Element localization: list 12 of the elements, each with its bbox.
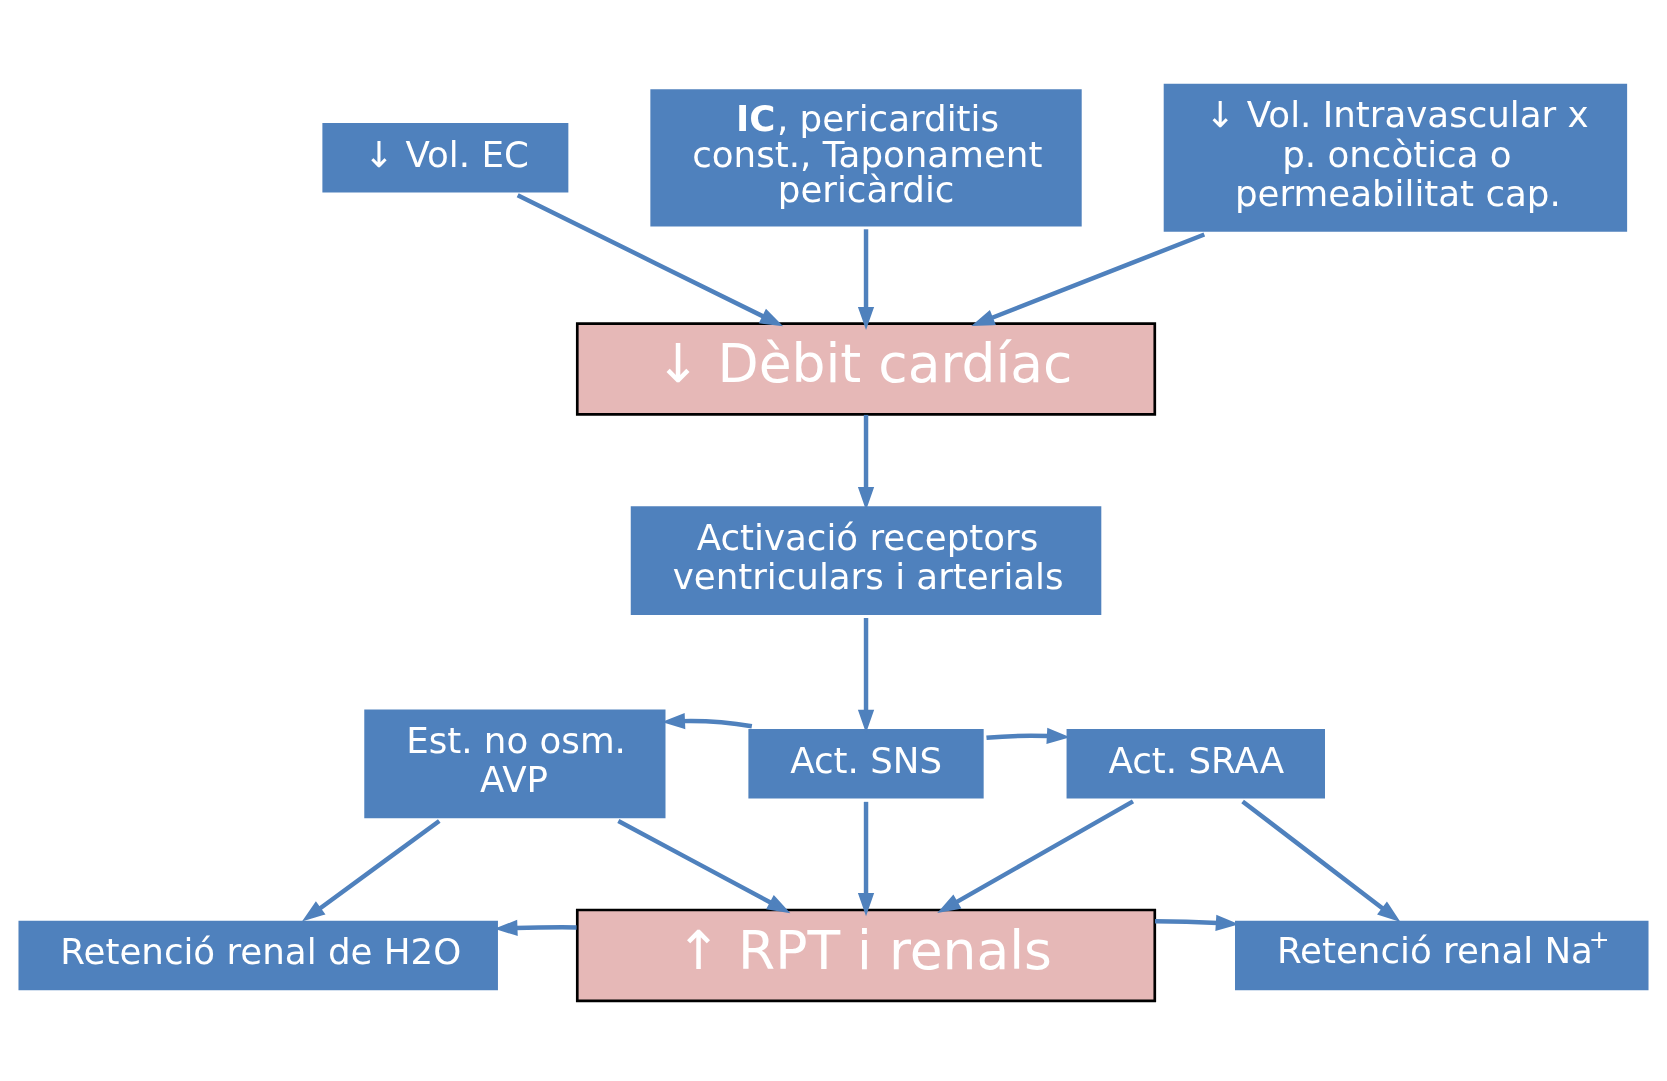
arrow [1241, 799, 1401, 922]
arrow [494, 919, 577, 936]
arrow [857, 228, 875, 330]
arrow [617, 818, 791, 913]
arrow [857, 801, 875, 916]
node-box: ↑ RPT i renals [575, 908, 1157, 1002]
arrow [971, 231, 1206, 326]
arrow [301, 818, 441, 922]
arrow [857, 414, 875, 510]
arrow [516, 192, 784, 326]
node-box: ↓ Dèbit cardíac [575, 321, 1157, 416]
arrow [937, 798, 1135, 913]
